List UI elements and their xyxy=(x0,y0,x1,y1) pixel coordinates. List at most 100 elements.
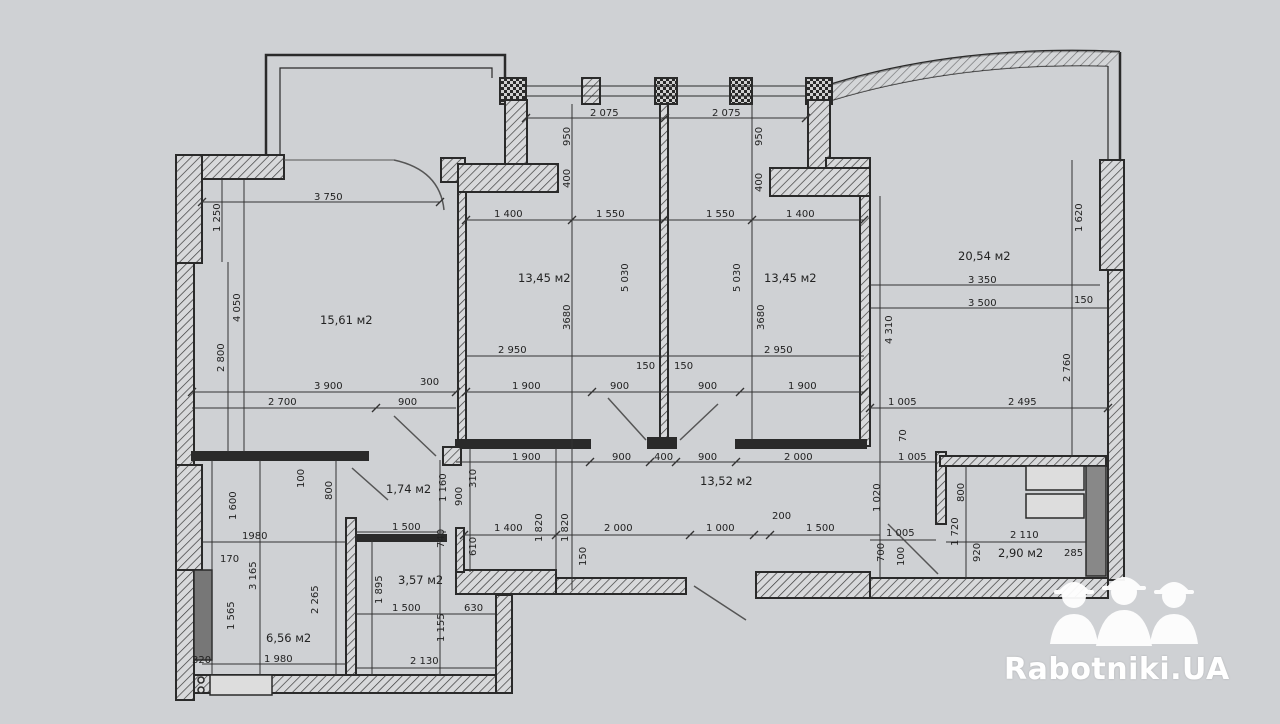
dim-label: 3 350 xyxy=(968,275,997,286)
dim-label: 1 005 xyxy=(898,452,927,463)
dim-label: 1980 xyxy=(242,531,267,542)
dim-label: 1 400 xyxy=(494,209,523,220)
dim-label: 150 xyxy=(636,361,655,372)
dim-label: 1 900 xyxy=(512,381,541,392)
dim-label: 1 620 xyxy=(1074,203,1085,232)
area-living-right: 20,54 м2 xyxy=(958,249,1011,263)
dimension-lines xyxy=(192,104,1108,675)
dim-label: 1 500 xyxy=(392,522,421,533)
dim-label: 2 950 xyxy=(764,345,793,356)
dim-label: 5 030 xyxy=(620,263,631,292)
dim-label: 800 xyxy=(956,483,967,502)
dim-label: 2 000 xyxy=(784,452,813,463)
dim-label: 2 950 xyxy=(498,345,527,356)
dim-label: 300 xyxy=(420,377,439,388)
dim-label: 1 250 xyxy=(212,203,223,232)
dim-label: 1 820 xyxy=(560,513,571,542)
dim-label: 800 xyxy=(324,481,335,500)
dim-label: 100 xyxy=(296,469,307,488)
dim-label: 3 500 xyxy=(968,298,997,309)
dim-label: 2 800 xyxy=(216,343,227,372)
dim-label: 4 050 xyxy=(232,293,243,322)
dim-label: 1 400 xyxy=(494,523,523,534)
area-hall-small: 1,74 м2 xyxy=(386,482,431,496)
area-bathroom: 3,57 м2 xyxy=(398,573,443,587)
dim-label: 1 550 xyxy=(706,209,735,220)
dim-label: 1 005 xyxy=(886,528,915,539)
dim-label: 630 xyxy=(464,603,483,614)
dim-label: 5 030 xyxy=(732,263,743,292)
workers-helmet-logo-icon xyxy=(1050,577,1198,646)
dim-label: 1 550 xyxy=(596,209,625,220)
dim-label: 2 075 xyxy=(712,108,741,119)
dim-label: 150 xyxy=(674,361,693,372)
dim-label: 1 980 xyxy=(264,654,293,665)
dim-label: 1 600 xyxy=(228,491,239,520)
area-bedroom-mid-right: 13,45 м2 xyxy=(764,271,817,285)
dimension-labels-vertical: 950 950 400 400 1 250 4 050 2 800 5 030 … xyxy=(212,127,1085,642)
dim-label: 1 720 xyxy=(950,517,961,546)
dim-label: 3680 xyxy=(756,305,767,330)
dim-label: 2 495 xyxy=(1008,397,1037,408)
dim-label: 2 110 xyxy=(1010,530,1039,541)
dim-label: 2 700 xyxy=(268,397,297,408)
window-pillars xyxy=(499,77,833,105)
dim-label: 150 xyxy=(1074,295,1093,306)
dim-label: 900 xyxy=(698,381,717,392)
watermark-text: Rabotniki.UA xyxy=(1004,652,1230,687)
dim-label: 950 xyxy=(754,127,765,146)
dim-label: 1 000 xyxy=(706,523,735,534)
dim-label: 900 xyxy=(698,452,717,463)
dim-label: 285 xyxy=(1064,548,1083,559)
dim-label: 1 160 xyxy=(438,473,449,502)
dim-label: 310 xyxy=(468,469,479,488)
dim-label: 1 820 xyxy=(534,513,545,542)
dim-label: 320 xyxy=(192,655,211,666)
dim-label: 3 165 xyxy=(248,561,259,590)
dimension-ticks xyxy=(187,113,1113,540)
dim-label: 740 xyxy=(436,529,447,548)
dimension-labels: 2 075 2 075 3 750 1 400 1 550 1 550 1 40… xyxy=(192,108,1093,667)
dim-label: 400 xyxy=(654,452,673,463)
dim-label: 610 xyxy=(468,537,479,556)
area-bedroom-mid-left: 13,45 м2 xyxy=(518,271,571,285)
dim-label: 200 xyxy=(772,511,791,522)
dim-label: 900 xyxy=(398,397,417,408)
dim-label: 950 xyxy=(562,127,573,146)
dim-label: 1 020 xyxy=(872,483,883,512)
dim-label: 920 xyxy=(972,543,983,562)
dim-label: 2 075 xyxy=(590,108,619,119)
dim-label: 1 500 xyxy=(806,523,835,534)
dim-label: 170 xyxy=(220,554,239,565)
area-storage-right: 2,90 м2 xyxy=(998,546,1043,560)
dim-label: 1 005 xyxy=(888,397,917,408)
dim-label: 150 xyxy=(578,547,589,566)
dim-label: 3 900 xyxy=(314,381,343,392)
dim-label: 900 xyxy=(454,487,465,506)
door-swings xyxy=(284,159,939,621)
dim-label: 1 565 xyxy=(226,601,237,630)
kitchen-stove xyxy=(193,569,273,696)
dim-label: 100 xyxy=(896,547,907,566)
balcony-right-arc xyxy=(832,49,1122,160)
area-kitchen: 6,56 м2 xyxy=(266,631,311,645)
balcony-left xyxy=(264,53,507,162)
dim-label: 1 900 xyxy=(512,452,541,463)
dim-label: 400 xyxy=(562,169,573,188)
dim-label: 400 xyxy=(754,173,765,192)
dim-label: 1 400 xyxy=(786,209,815,220)
area-corridor: 13,52 м2 xyxy=(700,474,753,488)
area-labels: 15,61 м2 13,45 м2 13,45 м2 20,54 м2 1,74… xyxy=(266,249,1043,645)
storage-shelves xyxy=(1025,465,1107,577)
dim-label: 1 500 xyxy=(392,603,421,614)
dim-label: 2 760 xyxy=(1062,353,1073,382)
dim-label: 700 xyxy=(876,543,887,562)
dim-label: 1 900 xyxy=(788,381,817,392)
dim-label: 3 750 xyxy=(314,192,343,203)
dim-label: 3680 xyxy=(562,305,573,330)
dim-label: 2 130 xyxy=(410,656,439,667)
dim-label: 1 895 xyxy=(374,575,385,604)
dim-label: 2 000 xyxy=(604,523,633,534)
